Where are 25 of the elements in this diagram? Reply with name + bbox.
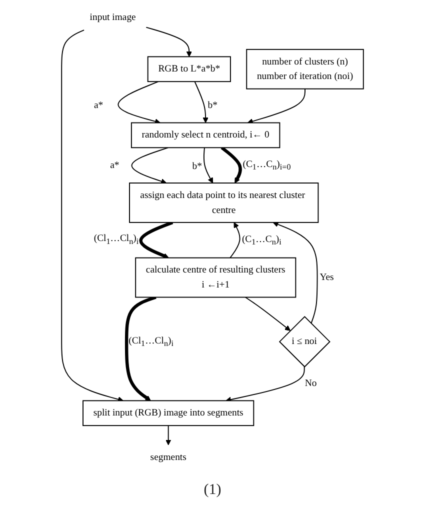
arrow: [203, 147, 214, 184]
process-box: assign each data point to its nearest cluster centre: [129, 182, 319, 223]
process-box: calculate centre of resulting clusters i ←i+1: [135, 257, 296, 298]
arrow: [124, 296, 156, 401]
arrow: [166, 425, 172, 446]
arrow: [247, 88, 306, 124]
arrow: [244, 296, 291, 331]
arrow: [61, 30, 124, 402]
process-box: number of clusters (n) number of iteration (noi): [246, 48, 364, 90]
figure-number: (1): [204, 482, 222, 498]
arrow: [146, 26, 192, 57]
arrow: [118, 81, 160, 124]
arrow: [194, 81, 208, 124]
arrow: [226, 366, 305, 402]
process-box: split input (RGB) image into segments: [82, 400, 254, 426]
arrow: [272, 222, 318, 324]
arrow: [230, 222, 240, 258]
process-box: RGB to L*a*b*: [147, 56, 231, 82]
process-box: randomly select n centroid, i← 0: [130, 122, 280, 148]
arrow: [131, 147, 169, 184]
arrow: [220, 146, 242, 184]
text-label: input image: [90, 12, 136, 23]
arrow: [139, 220, 174, 258]
decision-diamond: i ≤ noi: [278, 316, 330, 368]
text-label: segments: [150, 452, 186, 462]
